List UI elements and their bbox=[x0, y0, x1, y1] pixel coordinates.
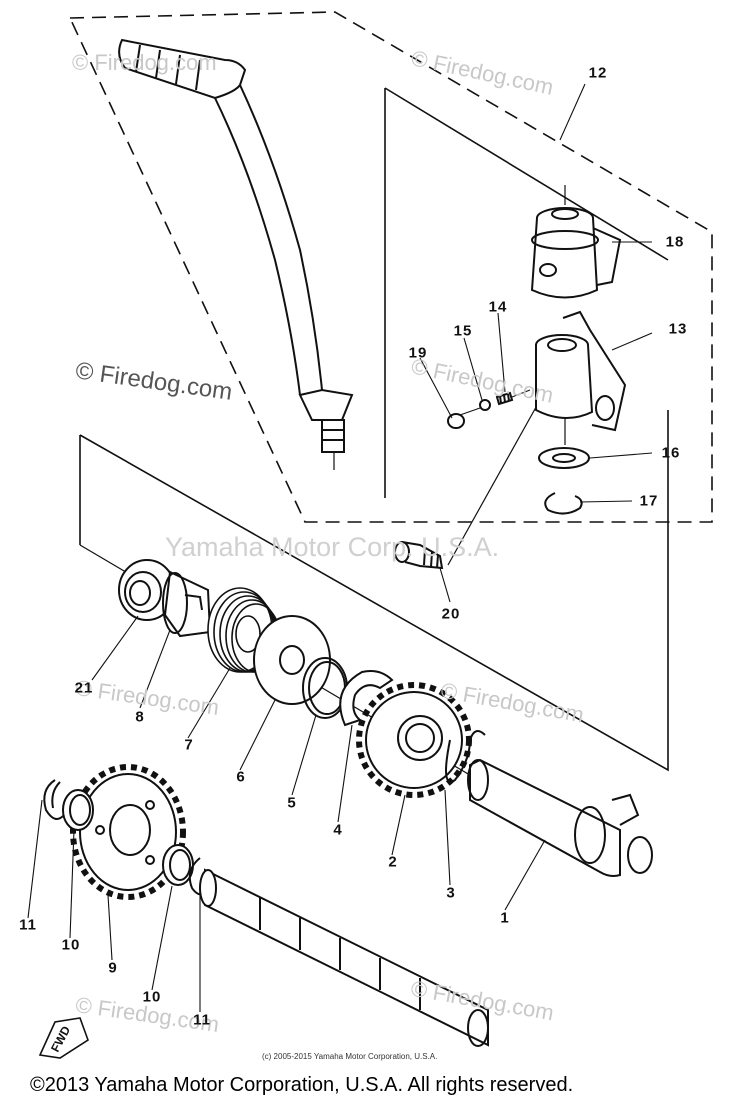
clip-part-4 bbox=[339, 670, 394, 727]
leader-20 bbox=[447, 399, 541, 566]
collar-part-8 bbox=[162, 570, 212, 638]
callout-1: 1 bbox=[500, 909, 510, 927]
circlip-part-11-left bbox=[43, 779, 65, 820]
callout-7: 7 bbox=[184, 736, 194, 754]
callout-16: 16 bbox=[661, 444, 681, 462]
bracket-line-12 bbox=[384, 87, 669, 261]
callout-11-right: 11 bbox=[193, 1011, 211, 1029]
callout-9: 9 bbox=[108, 959, 118, 977]
bracket-line-lower bbox=[79, 410, 669, 772]
gear-part-9 bbox=[70, 764, 186, 900]
callout-5: 5 bbox=[287, 794, 297, 812]
washer-part-16 bbox=[538, 447, 590, 469]
boss-part-13 bbox=[535, 310, 627, 432]
callout-14: 14 bbox=[488, 298, 508, 316]
callout-12: 12 bbox=[588, 64, 608, 82]
callout-18: 18 bbox=[665, 233, 685, 251]
callout-2: 2 bbox=[388, 853, 398, 871]
callout-13: 13 bbox=[668, 320, 688, 338]
bolt-part-20 bbox=[394, 541, 444, 570]
callout-21: 21 bbox=[74, 679, 94, 697]
footer-copyright: ©2013 Yamaha Motor Corporation, U.S.A. A… bbox=[30, 1074, 574, 1096]
callout-11-left: 11 bbox=[19, 916, 37, 934]
callout-4: 4 bbox=[333, 821, 343, 839]
callout-20: 20 bbox=[441, 605, 461, 623]
callout-19: 19 bbox=[408, 344, 428, 362]
watermark-yamaha: Yamaha Motor Corp. U.S.A. bbox=[165, 532, 500, 562]
callout-10-right: 10 bbox=[142, 988, 162, 1006]
spring-part-14 bbox=[495, 389, 531, 406]
ball-part-15 bbox=[479, 399, 491, 411]
washer-part-10-left bbox=[62, 789, 94, 831]
fwd-arrow-icon bbox=[38, 1017, 89, 1059]
kick-lever bbox=[118, 38, 354, 470]
main-shaft bbox=[199, 868, 489, 1047]
cap-part-19 bbox=[447, 407, 481, 429]
washer-part-10-right bbox=[162, 844, 194, 886]
callout-8: 8 bbox=[135, 708, 145, 726]
watermark-firedog: © Firedog.com bbox=[72, 50, 217, 75]
callout-10-left: 10 bbox=[61, 936, 81, 954]
circlip-part-17 bbox=[544, 492, 583, 515]
callout-6: 6 bbox=[236, 768, 246, 786]
callout-3: 3 bbox=[446, 884, 456, 902]
small-copyright: (c) 2005-2015 Yamaha Motor Corporation, … bbox=[262, 1052, 438, 1061]
kick-shaft-part-1 bbox=[467, 758, 653, 877]
leader-lines bbox=[27, 83, 653, 1012]
callout-17: 17 bbox=[639, 492, 659, 510]
clip-part-3 bbox=[445, 730, 486, 783]
boss-part-18 bbox=[530, 185, 622, 299]
plate-washer-part-6 bbox=[253, 615, 331, 705]
dashed-boundary bbox=[69, 11, 713, 523]
callout-15: 15 bbox=[453, 322, 473, 340]
